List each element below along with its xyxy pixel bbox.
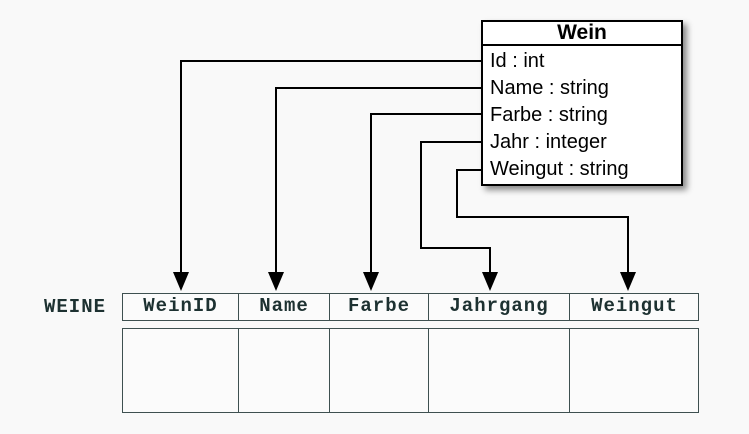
table-name-label: WEINE: [43, 296, 106, 318]
uml-attribute: Weingut : string: [490, 158, 629, 180]
connector-jahr-to-jahrgang: [420, 141, 491, 273]
connector-farbe-to-farbe: [370, 113, 488, 273]
table-body-row: [122, 328, 699, 413]
connector-name-to-name: [275, 87, 488, 273]
table-body-cell: [329, 329, 428, 412]
table-body-cell: [238, 329, 329, 412]
uml-class-title: Wein: [483, 22, 681, 46]
arrowhead-weinid: [173, 272, 189, 291]
uml-attribute: Id : int: [490, 50, 545, 72]
column-header-farbe: Farbe: [329, 294, 428, 320]
column-header-name: Name: [238, 294, 329, 320]
table-body-cell: [428, 329, 569, 412]
arrowhead-jahrgang: [482, 272, 498, 291]
arrowhead-name: [268, 272, 284, 291]
arrowhead-farbe: [363, 272, 379, 291]
uml-attribute: Farbe : string: [490, 104, 608, 126]
table-header-row: WeinID Name Farbe Jahrgang Weingut: [122, 293, 699, 321]
connector-id-to-weinid: [180, 60, 488, 273]
uml-attribute: Jahr : integer: [490, 131, 607, 153]
table-body-cell: [569, 329, 699, 412]
arrowhead-weingut: [620, 272, 636, 291]
uml-attribute-list: Id : int Name : string Farbe : string Ja…: [483, 46, 681, 183]
column-header-jahrgang: Jahrgang: [428, 294, 569, 320]
uml-attribute: Name : string: [490, 77, 609, 99]
table-body-cell: [123, 329, 238, 412]
column-header-weinid: WeinID: [143, 295, 218, 317]
column-header-weingut: Weingut: [569, 294, 699, 320]
connector-weingut-to-weingut: [456, 169, 629, 273]
uml-class-box: Wein Id : int Name : string Farbe : stri…: [481, 20, 683, 186]
